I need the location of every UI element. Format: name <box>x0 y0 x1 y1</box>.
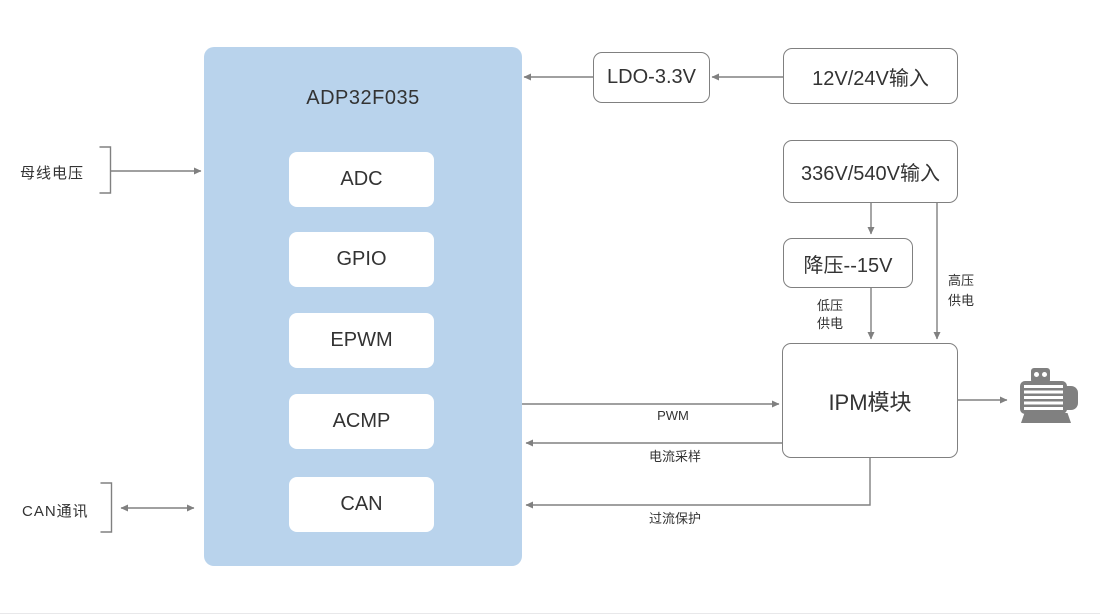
module-epwm: EPWM <box>289 313 434 368</box>
motor-fins <box>1024 385 1063 410</box>
bracket-bus-voltage <box>99 146 112 194</box>
motor-terminal-dot <box>1034 372 1039 377</box>
page-bottom-divider <box>0 613 1100 614</box>
label-current-sampling: 电流采样 <box>648 449 701 464</box>
motor-end-cap <box>1065 386 1078 410</box>
label-pwm: PWM <box>657 408 689 423</box>
box-12v-24v-input: 12V/24V输入 <box>783 48 958 104</box>
box-336v-540v-input: 336V/540V输入 <box>783 140 958 203</box>
label-high-voltage-supply: 高压 供电 <box>948 271 974 311</box>
label-low-voltage-line2: 供电 <box>817 316 844 331</box>
module-gpio: GPIO <box>289 232 434 287</box>
module-adc: ADC <box>289 152 434 207</box>
motor-icon <box>1018 366 1080 424</box>
chip-title: ADP32F035 <box>306 87 420 109</box>
box-buck-15v: 降压--15V <box>783 238 913 288</box>
label-high-voltage-line2: 供电 <box>948 293 975 308</box>
label-low-voltage-supply: 低压 供电 <box>817 297 843 333</box>
arrow-overcurrent-ipm-to-chip <box>525 458 871 509</box>
module-can: CAN <box>289 477 434 532</box>
bracket-can-comm <box>100 482 113 533</box>
label-overcurrent-protection: 过流保护 <box>648 511 701 526</box>
label-low-voltage-line1: 低压 <box>817 298 844 313</box>
label-bus-voltage: 母线电压 <box>20 165 85 182</box>
motor-base <box>1021 413 1071 423</box>
motor-terminal-dot <box>1042 372 1047 377</box>
motor-terminal-box <box>1031 368 1050 383</box>
motor-body <box>1020 381 1067 414</box>
box-ipm-module: IPM模块 <box>782 343 958 458</box>
label-can-comm: CAN通讯 <box>22 503 89 520</box>
label-high-voltage-line1: 高压 <box>948 273 975 288</box>
module-acmp: ACMP <box>289 394 434 449</box>
box-ldo-3v3: LDO-3.3V <box>593 52 710 103</box>
